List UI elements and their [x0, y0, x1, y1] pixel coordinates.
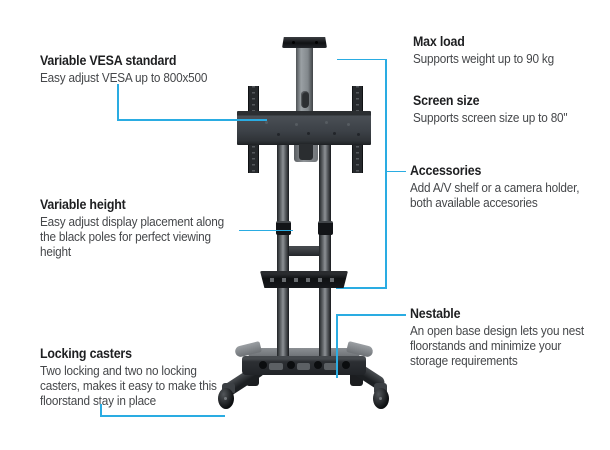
note-variable-vesa: Variable VESA standard Easy adjust VESA … [40, 53, 207, 85]
base-recess [269, 363, 283, 370]
base-recess [297, 363, 310, 370]
note-line: Easy adjust display placement along [40, 214, 225, 229]
note-title: Variable height [40, 197, 126, 212]
note-title: Max load [413, 34, 465, 49]
callout-line-vesa-vertical [117, 84, 119, 120]
callout-line-accessories-top [337, 58, 386, 60]
callout-line-casters-horizontal [100, 415, 225, 417]
note-line: Easy adjust VESA up to 800x500 [40, 70, 208, 85]
av-shelf-slots [270, 278, 338, 282]
note-title: Nestable [410, 306, 461, 321]
callout-line-accessories-bottom [336, 287, 386, 289]
base-hole [287, 361, 295, 369]
note-title: Locking casters [40, 346, 132, 361]
note-accessories: Accessories Add A/V shelf or a camera ho… [410, 163, 580, 210]
note-screen-size: Screen size Supports screen size up to 8… [413, 93, 568, 125]
pole-crossbar [289, 246, 319, 256]
callout-line-accessories-label [386, 170, 406, 172]
base-hole [259, 361, 267, 369]
tray-screw-icon [292, 41, 295, 44]
camera-shelf-tray [282, 37, 327, 48]
note-title: Variable VESA standard [40, 53, 177, 68]
caster-hub-right [379, 397, 382, 400]
column-slot [301, 91, 309, 108]
note-line: casters, makes it easy to make this [40, 378, 217, 393]
note-title: Accessories [410, 163, 482, 178]
pole-left [277, 145, 289, 362]
callout-line-height [239, 229, 293, 231]
note-locking-casters: Locking casters Two locking and two no l… [40, 346, 217, 408]
height-adjust-collar-left [275, 221, 291, 235]
mount-screws [265, 121, 268, 124]
note-line: floorstands and minimize your [410, 338, 562, 353]
note-line: Supports screen size up to 80" [413, 110, 568, 125]
note-line: height [40, 244, 71, 259]
note-line: floorstand stay in place [40, 393, 157, 408]
note-nestable: Nestable An open base design lets you ne… [410, 306, 584, 368]
column-lower-bracket-inner [299, 144, 313, 160]
note-line: An open base design lets you nest [410, 323, 584, 338]
base-hole [342, 361, 350, 369]
callout-line-casters-vertical [100, 404, 102, 416]
callout-line-vesa-horizontal [117, 119, 267, 121]
note-line: both available accesories [410, 195, 538, 210]
pole-right [319, 145, 331, 362]
note-title: Screen size [413, 93, 480, 108]
tv-mount-plate [237, 111, 371, 145]
note-line: Two locking and two no locking [40, 363, 197, 378]
height-adjust-collar-right [317, 221, 333, 235]
note-variable-height: Variable height Easy adjust display plac… [40, 197, 224, 259]
callout-line-nestable-horizontal [336, 314, 406, 316]
note-line: Add A/V shelf or a camera holder, [410, 180, 580, 195]
callout-line-nestable-vertical [336, 314, 338, 378]
note-line: Supports weight up to 90 kg [413, 51, 554, 66]
callout-line-accessories-vertical [385, 58, 387, 289]
note-line: the black poles for perfect viewing [40, 229, 211, 244]
note-line: storage requirements [410, 353, 518, 368]
caster-hub-left [224, 397, 227, 400]
note-max-load: Max load Supports weight up to 90 kg [413, 34, 554, 66]
tray-screw-icon [315, 41, 318, 44]
base-recess [324, 363, 338, 370]
base-hole [314, 361, 322, 369]
